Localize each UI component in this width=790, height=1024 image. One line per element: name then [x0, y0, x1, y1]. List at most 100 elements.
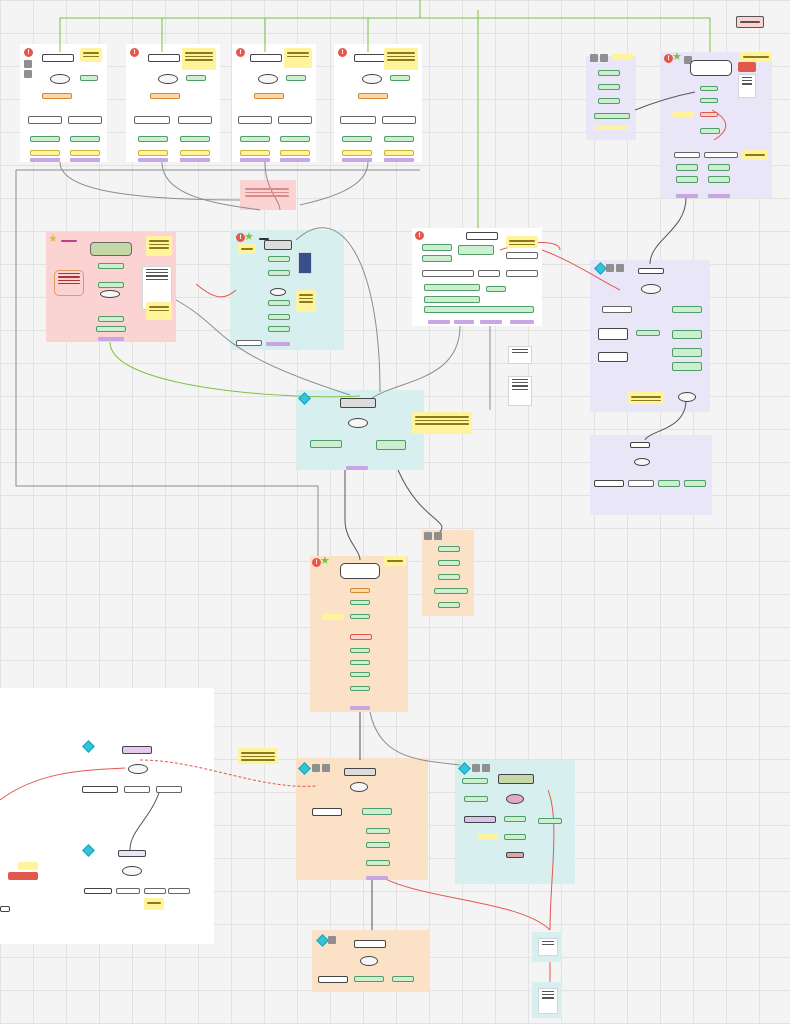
- flow-4-result-right[interactable]: [384, 136, 414, 142]
- flow-2-end-left[interactable]: [138, 150, 168, 156]
- flow-3-branch-right[interactable]: [278, 116, 312, 124]
- flow-1-side-node[interactable]: [80, 75, 98, 81]
- teal-bottom-node[interactable]: [236, 340, 262, 346]
- bl-start-node[interactable]: [122, 746, 152, 754]
- flow-1-branch-right[interactable]: [68, 116, 102, 124]
- right-mid-1[interactable]: [636, 330, 660, 336]
- main-left-node-1[interactable]: [422, 244, 452, 251]
- bl-second-decision[interactable]: [122, 866, 142, 876]
- flow-3-end-right[interactable]: [280, 150, 310, 156]
- sticky-note[interactable]: [238, 244, 256, 254]
- screenshot-thumbnail[interactable]: [538, 938, 558, 956]
- region-right-lavender-lower[interactable]: [590, 435, 712, 515]
- sticky-note-pink-label[interactable]: [736, 16, 764, 28]
- bl-edge-node[interactable]: [0, 906, 10, 912]
- main-wide-1[interactable]: [424, 284, 480, 291]
- flow-1-branch-left[interactable]: [28, 116, 62, 124]
- top-right-start-node[interactable]: [690, 60, 732, 76]
- pink-step-2[interactable]: [98, 316, 124, 322]
- bl-mid-node[interactable]: [124, 786, 150, 793]
- bl-leaf-4[interactable]: [168, 888, 190, 894]
- flow-1-step-orange[interactable]: [42, 93, 72, 99]
- sticky-note-red[interactable]: [8, 872, 38, 880]
- peach-step-4[interactable]: [350, 648, 370, 653]
- lavender-step-4[interactable]: [594, 113, 630, 119]
- peach-small-1[interactable]: [438, 546, 460, 552]
- sticky-note[interactable]: [506, 236, 538, 248]
- sticky-note[interactable]: [628, 392, 664, 404]
- bl-left-node[interactable]: [82, 786, 118, 793]
- sticky-note[interactable]: [384, 48, 418, 70]
- top-right-right-2[interactable]: [708, 176, 730, 183]
- flow-3-decision[interactable]: [258, 74, 278, 84]
- peach-bottom-decision[interactable]: [360, 956, 378, 966]
- flow-4-side-node[interactable]: [390, 75, 410, 81]
- teal-lower-start[interactable]: [498, 774, 534, 784]
- teal-step-2[interactable]: [268, 270, 290, 276]
- flow-2-branch-left[interactable]: [134, 116, 170, 124]
- flow-2-result-left[interactable]: [138, 136, 168, 142]
- bl-leaf-2[interactable]: [116, 888, 140, 894]
- main-left-node-2[interactable]: [422, 255, 452, 262]
- sticky-note-red[interactable]: [738, 62, 756, 72]
- teal-lower-pink[interactable]: [506, 852, 524, 858]
- bl-second-start[interactable]: [118, 850, 146, 857]
- lavender-step-2[interactable]: [598, 84, 620, 90]
- screenshot-thumbnail[interactable]: [538, 988, 558, 1014]
- teal-step-5[interactable]: [268, 326, 290, 332]
- right-stack-2[interactable]: [672, 348, 702, 357]
- flow-4-step-orange[interactable]: [358, 93, 388, 99]
- lavender-step-3[interactable]: [598, 98, 620, 104]
- peach-lower-right-3[interactable]: [366, 842, 390, 848]
- flow-3-step-orange[interactable]: [254, 93, 284, 99]
- sticky-note[interactable]: [740, 52, 772, 62]
- flow-2-result-right[interactable]: [180, 136, 210, 142]
- peach-step-5[interactable]: [350, 660, 370, 665]
- peach-lower-right-1[interactable]: [362, 808, 392, 815]
- screenshot-thumbnail[interactable]: [508, 346, 532, 364]
- flow-3-branch-left[interactable]: [238, 116, 272, 124]
- pink-decision[interactable]: [100, 290, 120, 298]
- top-right-step-2[interactable]: [700, 98, 718, 103]
- top-right-step-1[interactable]: [700, 86, 718, 91]
- right-white-2[interactable]: [598, 352, 628, 362]
- flow-4-start-node[interactable]: [354, 54, 386, 62]
- peach-small-4[interactable]: [434, 588, 468, 594]
- peach-step-7[interactable]: [350, 686, 370, 691]
- main-row-3[interactable]: [506, 270, 538, 277]
- board-bottom-left[interactable]: [0, 688, 214, 944]
- main-mid-node[interactable]: [458, 245, 494, 255]
- peach-bottom-mid[interactable]: [354, 976, 384, 982]
- sticky-note[interactable]: [284, 48, 312, 68]
- flow-2-end-right[interactable]: [180, 150, 210, 156]
- flow-4-end-left[interactable]: [342, 150, 372, 156]
- screenshot-thumbnail[interactable]: [298, 252, 312, 274]
- flow-3-result-right[interactable]: [280, 136, 310, 142]
- right-start-node[interactable]: [638, 268, 664, 274]
- pink-stack-node[interactable]: [54, 270, 84, 296]
- sticky-note[interactable]: [18, 862, 38, 870]
- sticky-note[interactable]: [612, 54, 634, 60]
- peach-step-3[interactable]: [350, 614, 370, 619]
- teal-lower-mid[interactable]: [504, 816, 526, 822]
- teal-lower-mid-2[interactable]: [504, 834, 526, 840]
- teal-decision[interactable]: [270, 288, 286, 296]
- screenshot-thumbnail[interactable]: [508, 376, 532, 406]
- top-right-step-pink[interactable]: [700, 112, 718, 117]
- lavender-step-1[interactable]: [598, 70, 620, 76]
- right-lower-2[interactable]: [628, 480, 654, 487]
- sticky-note[interactable]: [146, 302, 172, 320]
- pink-note-lines[interactable]: [242, 184, 292, 206]
- flow-2-step-orange[interactable]: [150, 93, 180, 99]
- flow-1-end-left[interactable]: [30, 150, 60, 156]
- peach-lower-right-2[interactable]: [366, 828, 390, 834]
- peach-small-5[interactable]: [438, 602, 460, 608]
- main-small-1[interactable]: [486, 286, 506, 292]
- teal-lower-left-top[interactable]: [462, 778, 488, 784]
- main-row-2[interactable]: [478, 270, 500, 277]
- flow-3-start-node[interactable]: [250, 54, 282, 62]
- peach-bottom-start[interactable]: [354, 940, 386, 948]
- right-decision[interactable]: [641, 284, 661, 294]
- sticky-note[interactable]: [182, 48, 216, 70]
